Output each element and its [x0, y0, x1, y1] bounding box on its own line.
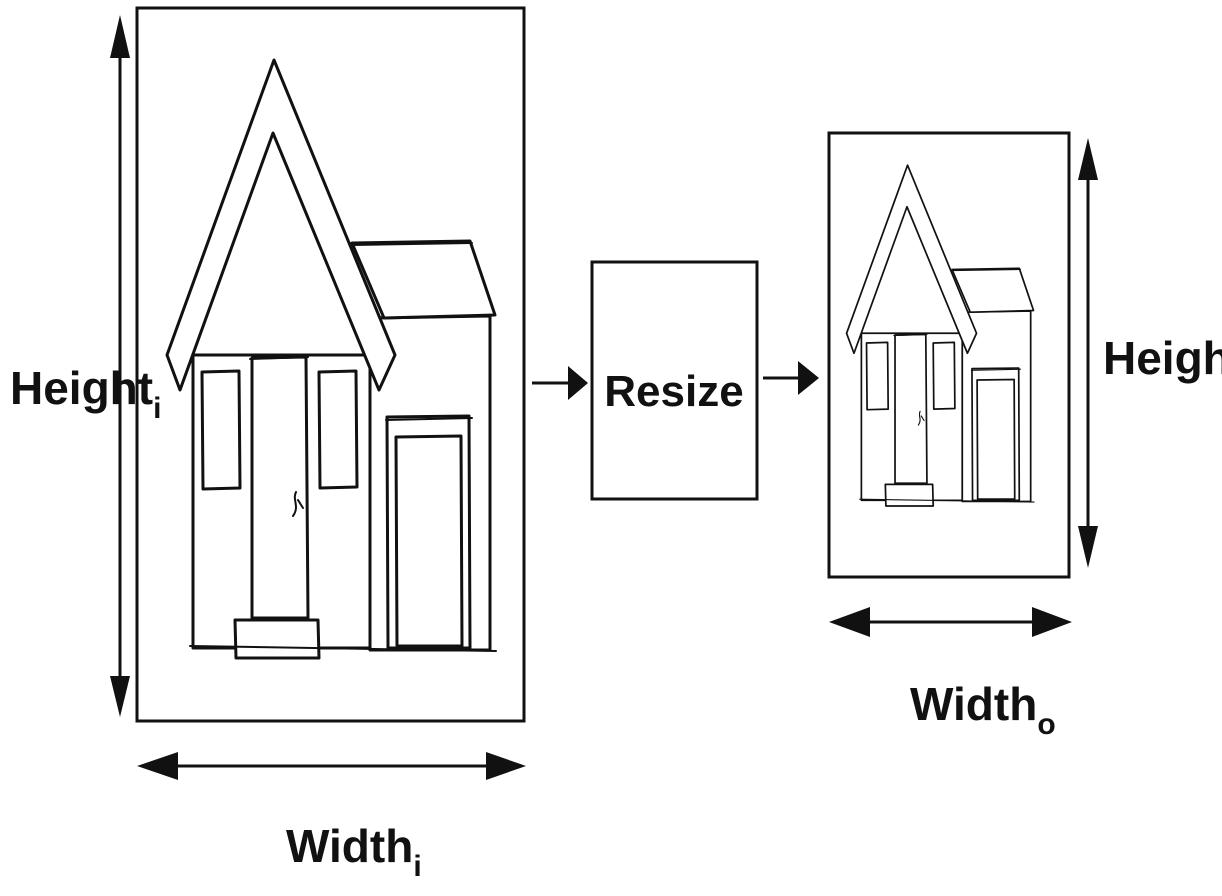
output-width-arrow — [829, 607, 1072, 637]
input-width-label-subscript: i — [413, 850, 421, 883]
output-image — [827, 131, 1071, 579]
input-width-arrow — [137, 752, 526, 780]
arrow-right-icon — [532, 366, 588, 400]
output-width-label-base: Width — [910, 678, 1037, 730]
input-width-label-base: Width — [286, 820, 413, 872]
input-width-label: Widthi — [286, 820, 422, 883]
input-height-label: Heighti — [10, 362, 161, 425]
input-height-label-subscript: i — [153, 392, 161, 425]
resize-label: Resize — [604, 367, 743, 416]
input-height-label-base: Height — [10, 362, 153, 414]
input-image — [135, 6, 526, 723]
resize-process-box: Resize — [590, 260, 759, 501]
input-height-arrow — [110, 15, 130, 717]
output-width-label-subscript: o — [1037, 708, 1055, 741]
arrow-right-icon — [763, 361, 819, 395]
output-height-label-base: Height — [1103, 332, 1222, 384]
output-height-arrow — [1078, 138, 1098, 568]
output-height-label: Heighto — [1103, 332, 1222, 395]
output-width-label: Widtho — [910, 678, 1056, 741]
